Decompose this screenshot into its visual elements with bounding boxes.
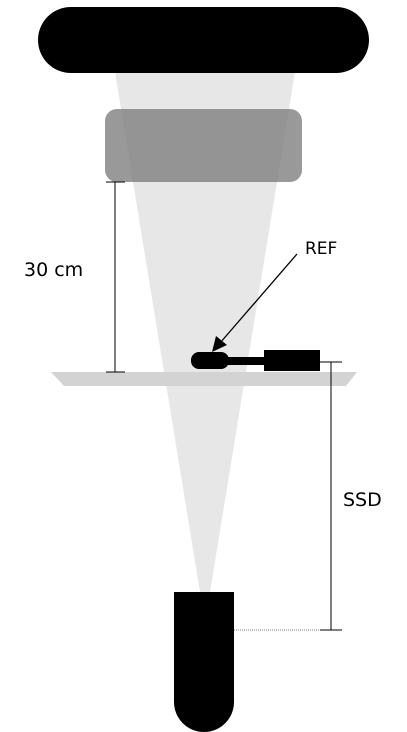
xray-tube-housing: [38, 7, 369, 73]
reference-chamber: [191, 350, 320, 371]
ssd-label: SSD: [343, 489, 382, 511]
radiation-beam: [115, 72, 295, 592]
reference-label: REF: [305, 239, 337, 259]
ssd-dimension: [234, 361, 342, 631]
reference-arrow: [212, 253, 298, 352]
table-platform: [51, 372, 357, 386]
distance-label: 30 cm: [24, 259, 83, 281]
collimator-block: [105, 109, 302, 182]
distance-dimension: [106, 181, 125, 373]
radiation-source: [174, 592, 234, 732]
